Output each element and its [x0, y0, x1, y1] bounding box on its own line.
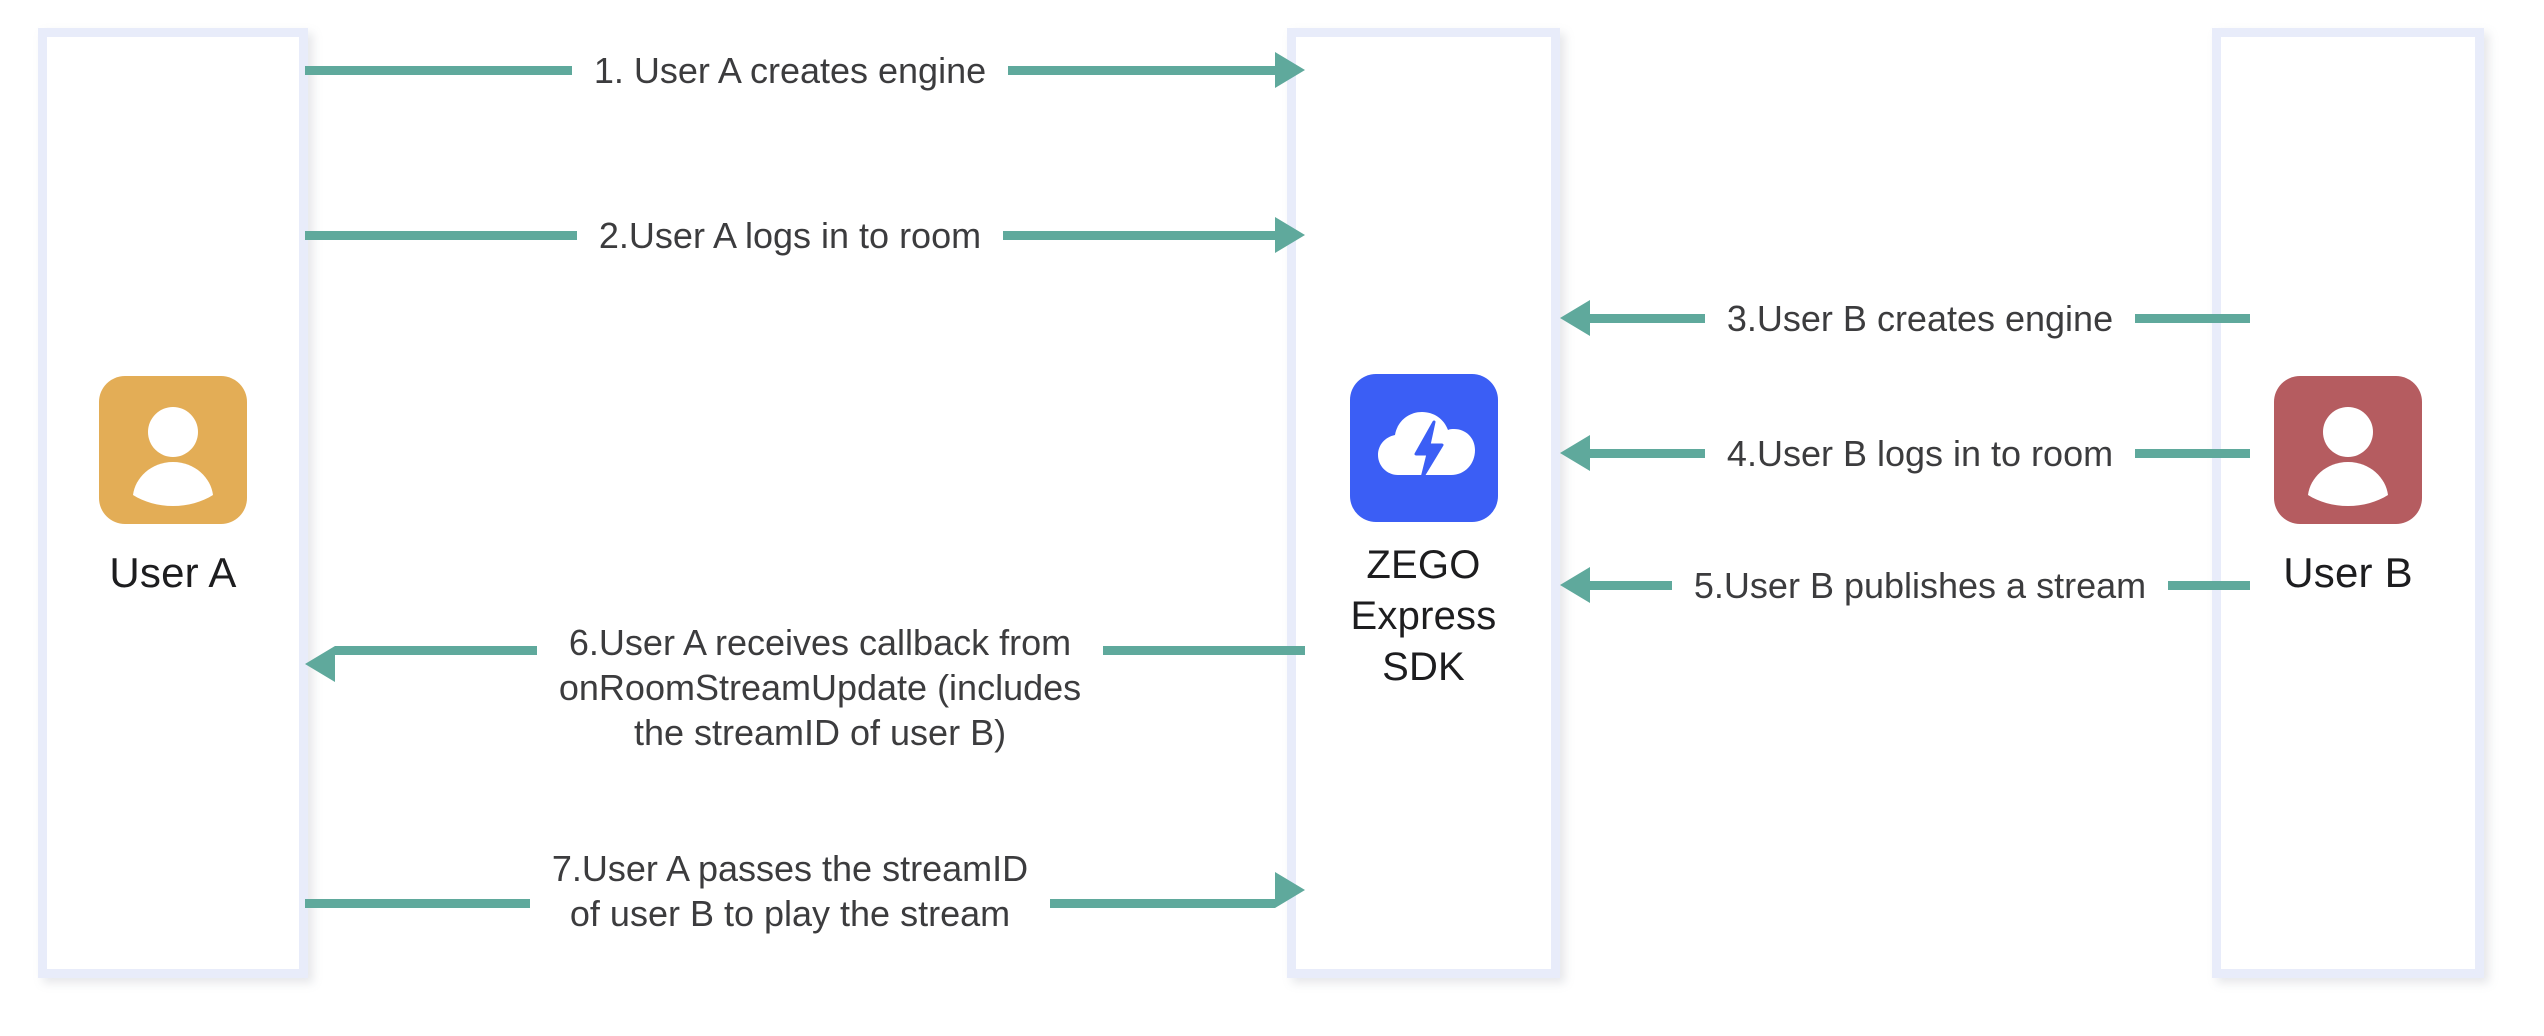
actor-zego-sdk: ZEGO Express SDK — [1287, 374, 1560, 693]
arrow-line-segment — [305, 65, 572, 75]
flow-step-4: 4.User B logs in to room — [1560, 432, 2250, 474]
flow-label-step-2: 2.User A logs in to room — [598, 214, 982, 256]
flow-step-5: 5.User B publishes a stream — [1560, 564, 2251, 606]
flow-step-2: 2.User A logs in to room — [305, 214, 1305, 256]
flow-step-7: 7.User A passes the streamID of user B t… — [305, 820, 1305, 936]
arrowhead-left-icon — [305, 646, 335, 682]
arrow-line-segment — [1003, 230, 1275, 240]
flow-step-3: 3.User B creates engine — [1560, 297, 2250, 339]
person-icon — [99, 376, 247, 524]
arrow-line-segment — [305, 899, 530, 908]
arrowhead-left-icon — [1560, 300, 1590, 336]
actor-label-user-a: User A — [109, 549, 237, 596]
arrow-line-segment — [305, 230, 577, 240]
flow-label-step-5: 5.User B publishes a stream — [1693, 564, 2147, 606]
actor-label-zego-sdk: ZEGO Express SDK — [1350, 543, 1497, 689]
actor-user-a: User A — [38, 376, 308, 600]
arrow-line-segment — [1008, 65, 1275, 75]
cloud-bolt-icon — [1349, 374, 1498, 522]
arrow-line-segment — [1103, 646, 1306, 655]
arrow-line-segment — [335, 646, 537, 655]
flow-label-step-1: 1. User A creates engine — [593, 49, 987, 91]
arrow-line-segment — [1590, 580, 1672, 590]
person-icon — [2274, 376, 2422, 524]
actor-user-b: User B — [2212, 376, 2484, 600]
flow-label-step-6: 6.User A receives callback from onRoomSt… — [558, 622, 1082, 753]
flow-step-1: 1. User A creates engine — [305, 49, 1305, 91]
arrow-line-segment — [1590, 448, 1705, 458]
flow-step-6: 6.User A receives callback from onRoomSt… — [305, 620, 1306, 780]
actor-label-user-b: User B — [2283, 549, 2413, 596]
arrowhead-left-icon — [1560, 435, 1590, 471]
flow-label-step-4: 4.User B logs in to room — [1726, 432, 2114, 474]
flow-label-step-7: 7.User A passes the streamID of user B t… — [551, 848, 1029, 934]
arrow-line-segment — [1050, 899, 1275, 908]
arrow-line-segment — [1590, 313, 1705, 323]
arrowhead-left-icon — [1560, 567, 1590, 603]
flow-label-step-3: 3.User B creates engine — [1726, 297, 2114, 339]
